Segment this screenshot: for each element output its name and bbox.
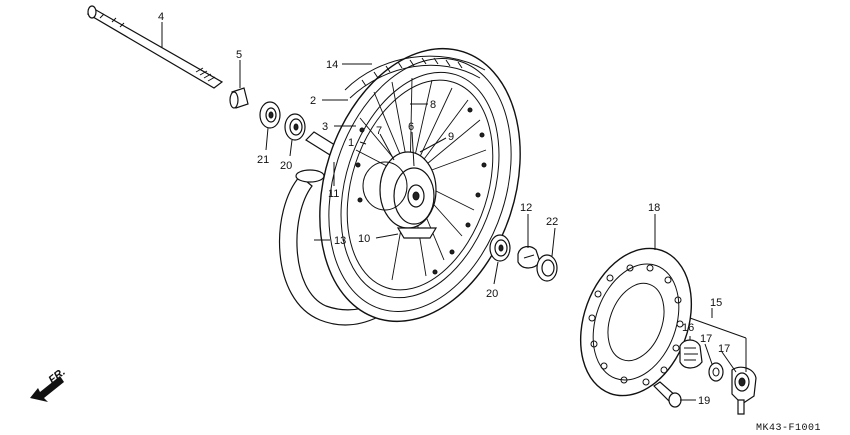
front-axle <box>86 5 224 89</box>
callout-17a: 17 <box>700 333 712 345</box>
callout-2: 2 <box>310 95 316 107</box>
rim-spoke-holes <box>355 107 487 275</box>
callout-14: 14 <box>326 59 338 71</box>
front-direction-marker: FR. <box>30 366 68 402</box>
callout-7: 7 <box>376 125 382 137</box>
disc-holes <box>588 264 684 386</box>
callout-12: 12 <box>520 202 532 214</box>
callout-22: 22 <box>546 216 558 228</box>
callout-13: 13 <box>334 235 346 247</box>
callout-15: 15 <box>710 297 722 309</box>
drawing-code: MK43-F1001 <box>756 423 821 434</box>
callout-5: 5 <box>236 49 242 61</box>
front-marker-label: FR. <box>46 366 67 386</box>
callout-3: 3 <box>322 121 328 133</box>
callout-20b: 20 <box>486 288 498 300</box>
callout-21: 21 <box>257 154 269 166</box>
callout-1: 1 <box>348 137 354 149</box>
callout-19: 19 <box>698 395 710 407</box>
callout-20a: 20 <box>280 160 292 172</box>
callout-11: 11 <box>328 188 339 200</box>
callout-8: 8 <box>430 99 436 111</box>
callout-9: 9 <box>448 131 454 143</box>
wheel-hub <box>362 151 438 239</box>
bearing-20-upper <box>284 113 306 141</box>
callout-10: 10 <box>358 233 370 245</box>
dust-seal <box>536 254 558 282</box>
leader-lines <box>161 22 747 401</box>
brake-disc <box>579 247 693 397</box>
bearing-21 <box>259 101 281 129</box>
callout-16: 16 <box>682 322 694 334</box>
front-arrow-icon <box>30 376 64 402</box>
callout-17b: 17 <box>718 343 730 355</box>
callout-18: 18 <box>648 202 660 214</box>
callout-labels: 4 5 14 2 3 8 7 6 9 1 21 20 11 13 10 12 2… <box>158 11 730 407</box>
speedometer-gearbox <box>679 339 757 415</box>
callout-6: 6 <box>408 121 414 133</box>
bearing-20-lower <box>489 234 511 262</box>
axle-collar <box>229 87 249 109</box>
callout-4: 4 <box>158 11 164 23</box>
axle-bolt <box>653 381 682 408</box>
